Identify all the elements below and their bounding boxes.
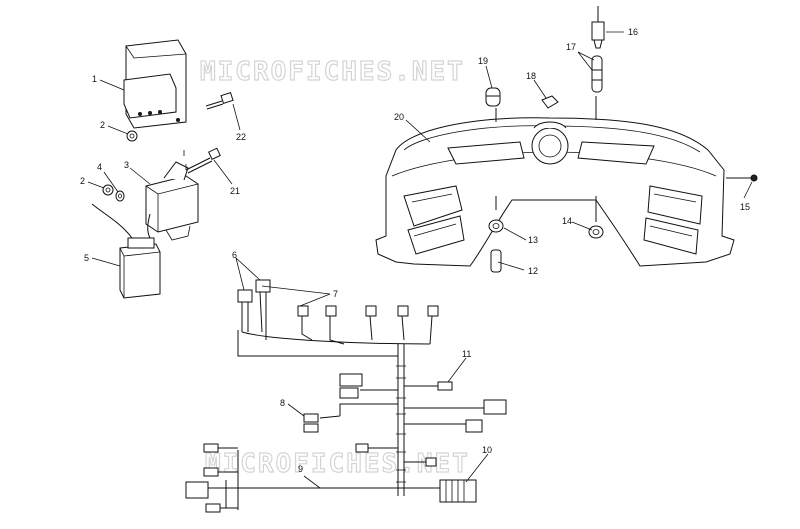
part-20-dash-pod: [375, 96, 748, 267]
part-2-nut-lower: [102, 184, 114, 196]
callout-21: 21: [230, 186, 240, 196]
callout-6: 6: [232, 250, 237, 260]
callout-20: 20: [394, 112, 404, 122]
callout-7: 7: [333, 289, 338, 299]
part-21-screw: [185, 147, 221, 174]
callout-18: 18: [526, 71, 536, 81]
wiring-harness: [185, 279, 507, 513]
part-2-nut-upper: [126, 130, 138, 142]
part-16-bulb: [591, 6, 605, 49]
part-17-socket: [591, 55, 603, 93]
part-3-bracket-module: [145, 150, 199, 241]
watermark-bottom: MICROFICHES.NET: [205, 449, 470, 479]
callout-12: 12: [528, 266, 538, 276]
callout-8: 8: [280, 398, 285, 408]
callout-5: 5: [84, 253, 89, 263]
callout-1: 1: [92, 74, 97, 84]
callout-2-lower: 2: [80, 176, 85, 186]
part-22-bolt: [205, 92, 234, 110]
callout-13: 13: [528, 235, 538, 245]
part-19-grommet: [485, 87, 501, 107]
callout-16: 16: [628, 27, 638, 37]
callout-10: 10: [482, 445, 492, 455]
callout-2-upper: 2: [100, 120, 105, 130]
callout-17: 17: [566, 42, 576, 52]
part-14-grommet: [588, 225, 604, 239]
callout-19: 19: [478, 56, 488, 66]
callout-11: 11: [462, 349, 471, 359]
part-13-grommet: [488, 219, 504, 233]
callout-4: 4: [97, 162, 102, 172]
callout-22: 22: [236, 132, 246, 142]
part-15-screw: [748, 174, 758, 182]
part-18-clip: [541, 95, 559, 109]
callout-9: 9: [298, 464, 303, 474]
callout-15: 15: [740, 202, 750, 212]
part-4-washer: [115, 190, 125, 202]
part-1-module: [123, 39, 187, 129]
callout-14: 14: [562, 216, 572, 226]
part-5-module: [91, 203, 161, 299]
part-12-bushing: [490, 249, 502, 273]
callouts: 1 2 22 4 3 2 21 5 6 7 8 9 10 11 12 13 14…: [80, 27, 750, 474]
leader-lines: [87, 31, 753, 489]
watermark-top: MICROFICHES.NET: [200, 57, 465, 87]
callout-3: 3: [124, 160, 129, 170]
